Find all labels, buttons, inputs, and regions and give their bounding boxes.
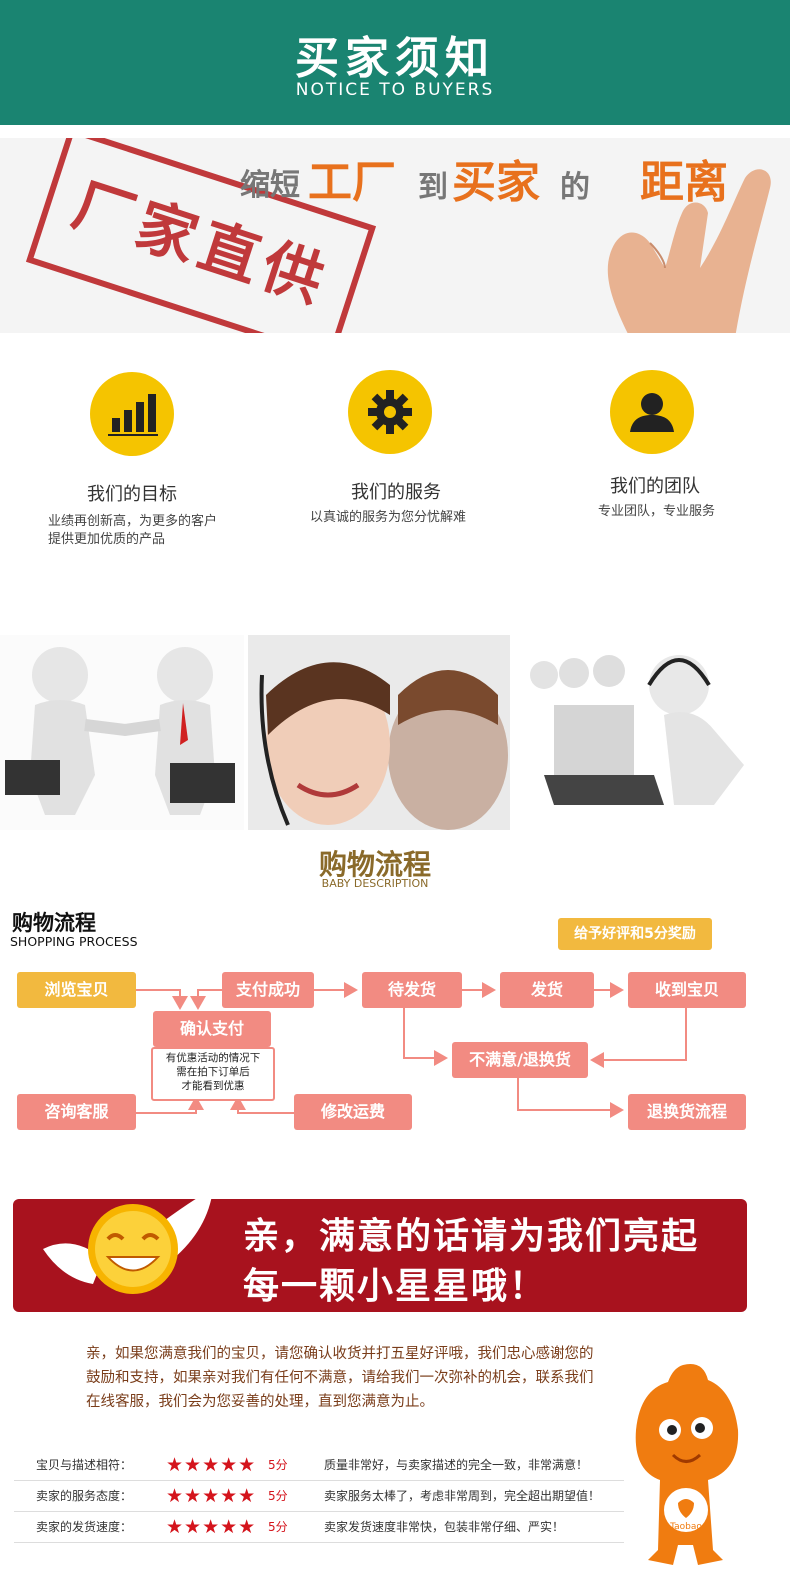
feature-desc-goal: 业绩再创新高，为更多的客户提供更加优质的产品 <box>48 514 218 547</box>
slogan-part: 距离 <box>640 157 728 208</box>
feature-title-goal: 我们的目标 <box>87 484 177 505</box>
rating-score: 5分 <box>268 1489 288 1503</box>
slogan-part: 的 <box>560 170 590 205</box>
flow-title: 购物流程 <box>12 911 96 935</box>
mascot-label: Taobao <box>669 1522 702 1532</box>
rating-row: 卖家的发货速度： ★★★★★ 5分 卖家发货速度非常快，包装非常仔细、严实！ <box>14 1512 624 1543</box>
flow-subtitle: SHOPPING PROCESS <box>10 934 138 949</box>
shopping-center-title: 购物流程 <box>318 848 431 881</box>
rating-label: 卖家的服务态度： <box>35 1489 132 1503</box>
rating-row: 宝贝与描述相符： ★★★★★ 5分 质量非常好，与卖家描述的完全一致，非常满意！ <box>14 1450 624 1481</box>
star-rating-icon: ★★★★★ <box>166 1516 257 1538</box>
step-browse: 浏览宝贝 <box>17 972 136 1008</box>
star-rating-icon: ★★★★★ <box>166 1485 257 1507</box>
rating-row: 卖家的服务态度： ★★★★★ 5分 卖家服务太棒了，考虑非常周到，完全超出期望值… <box>14 1481 624 1512</box>
feature-title-team: 我们的团队 <box>610 476 700 497</box>
feature-desc-team: 专业团队，专业服务 <box>598 504 716 519</box>
praise-line-1: 亲，满意的话请为我们亮起 <box>243 1216 700 1257</box>
step-confirm-payment: 确认支付 <box>153 1011 271 1047</box>
smiley-icon <box>43 1189 213 1294</box>
header-subtitle: NOTICE TO BUYERS <box>295 80 495 100</box>
taobao-mascot-image: Taobao <box>635 1364 739 1565</box>
shopping-center-subtitle: BABY DESCRIPTION <box>321 877 429 890</box>
rating-score: 5分 <box>268 1520 288 1534</box>
step-received: 收到宝贝 <box>628 972 746 1008</box>
slogan-part: 缩短 <box>240 168 300 203</box>
rating-comment: 质量非常好，与卖家描述的完全一致，非常满意！ <box>324 1458 589 1472</box>
feature-title-service: 我们的服务 <box>351 482 441 503</box>
praise-banner: 亲，满意的话请为我们亮起 每一颗小星星哦！ <box>13 1189 747 1312</box>
feature-desc-service: 以真诚的服务为您分忧解难 <box>310 510 467 525</box>
rating-score: 5分 <box>268 1458 288 1472</box>
flow-arrows <box>136 982 687 1118</box>
rating-comment: 卖家发货速度非常快，包装非常仔细、严实！ <box>324 1520 565 1534</box>
slogan-part: 到 <box>418 170 448 205</box>
discount-note: 有优惠活动的情况下需在拍下订单后才能看到优惠 <box>151 1047 275 1101</box>
step-return-process: 退换货流程 <box>628 1094 746 1130</box>
praise-line-2: 每一颗小星星哦！ <box>243 1266 548 1307</box>
step-await-shipment: 待发货 <box>362 972 462 1008</box>
factory-direct-banner: 厂家直供 缩短 工厂 到 买家 的 距离 <box>0 138 790 333</box>
reward-badge: 给予好评和5分奖励 <box>558 918 712 950</box>
step-paid: 支付成功 <box>222 972 314 1008</box>
call-center-image <box>514 635 778 830</box>
customer-service-image <box>248 635 510 830</box>
step-modify-shipping: 修改运费 <box>294 1094 412 1130</box>
step-unsatisfied-return: 不满意/退换货 <box>452 1042 588 1078</box>
handshake-image <box>0 635 244 830</box>
rating-label: 宝贝与描述相符： <box>35 1458 132 1472</box>
header-title: 买家须知 <box>295 33 495 84</box>
star-rating-icon: ★★★★★ <box>166 1454 257 1476</box>
gear-icon <box>348 370 432 454</box>
step-ship: 发货 <box>500 972 594 1008</box>
person-icon <box>610 370 694 454</box>
hand-pinch-image <box>607 169 771 333</box>
step-consult-service: 咨询客服 <box>17 1094 136 1130</box>
rating-label: 卖家的发货速度： <box>35 1520 132 1534</box>
slogan-part: 工厂 <box>308 157 396 208</box>
page-header: 买家须知 NOTICE TO BUYERS <box>0 0 790 125</box>
praise-paragraph: 亲，如果您满意我们的宝贝，请您确认收货并打五星好评哦，我们忠心感谢您的鼓励和支持… <box>86 1346 594 1410</box>
rating-comment: 卖家服务太棒了，考虑非常周到，完全超出期望值！ <box>324 1489 601 1503</box>
chart-icon <box>90 372 174 456</box>
slogan-part: 买家 <box>452 157 540 208</box>
